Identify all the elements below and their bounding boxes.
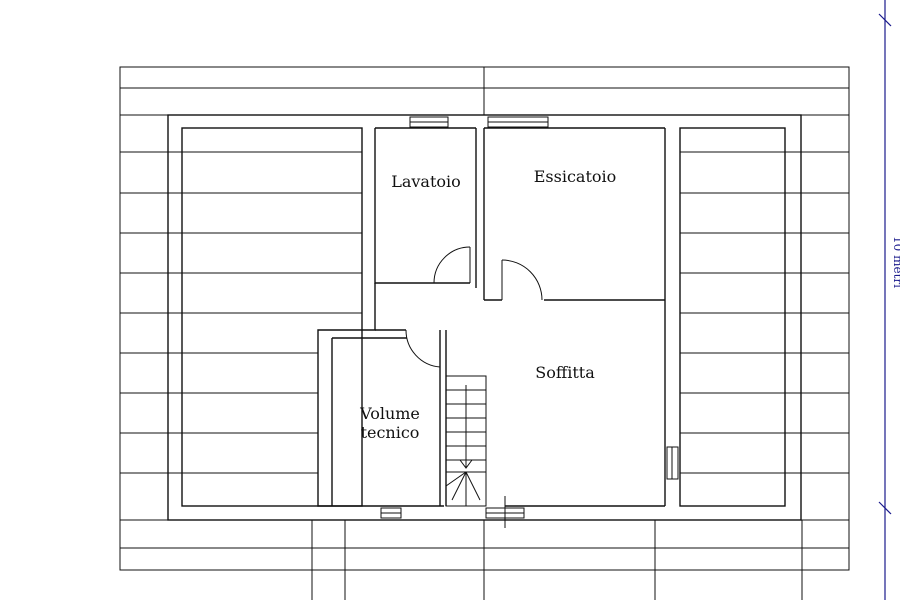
roof-stripes-left: [120, 151, 362, 474]
room-label-soffitta: Soffitta: [535, 363, 595, 382]
room-label-essicatoio: Essicatoio: [534, 167, 617, 186]
roof-stripes-right: [680, 151, 849, 474]
room-label-lavatoio: Lavatoio: [391, 172, 461, 191]
interior-walls: [317, 127, 666, 507]
door-swings: [405, 246, 543, 368]
windows: [380, 116, 679, 528]
dimension-line: [878, 0, 892, 600]
perimeter-wall: [167, 114, 802, 521]
stairs: [445, 375, 487, 507]
room-label-volume-line1: Volume: [359, 404, 420, 423]
dimension-label: 10 metri: [891, 236, 900, 288]
room-label-volume-line2: tecnico: [361, 423, 420, 442]
